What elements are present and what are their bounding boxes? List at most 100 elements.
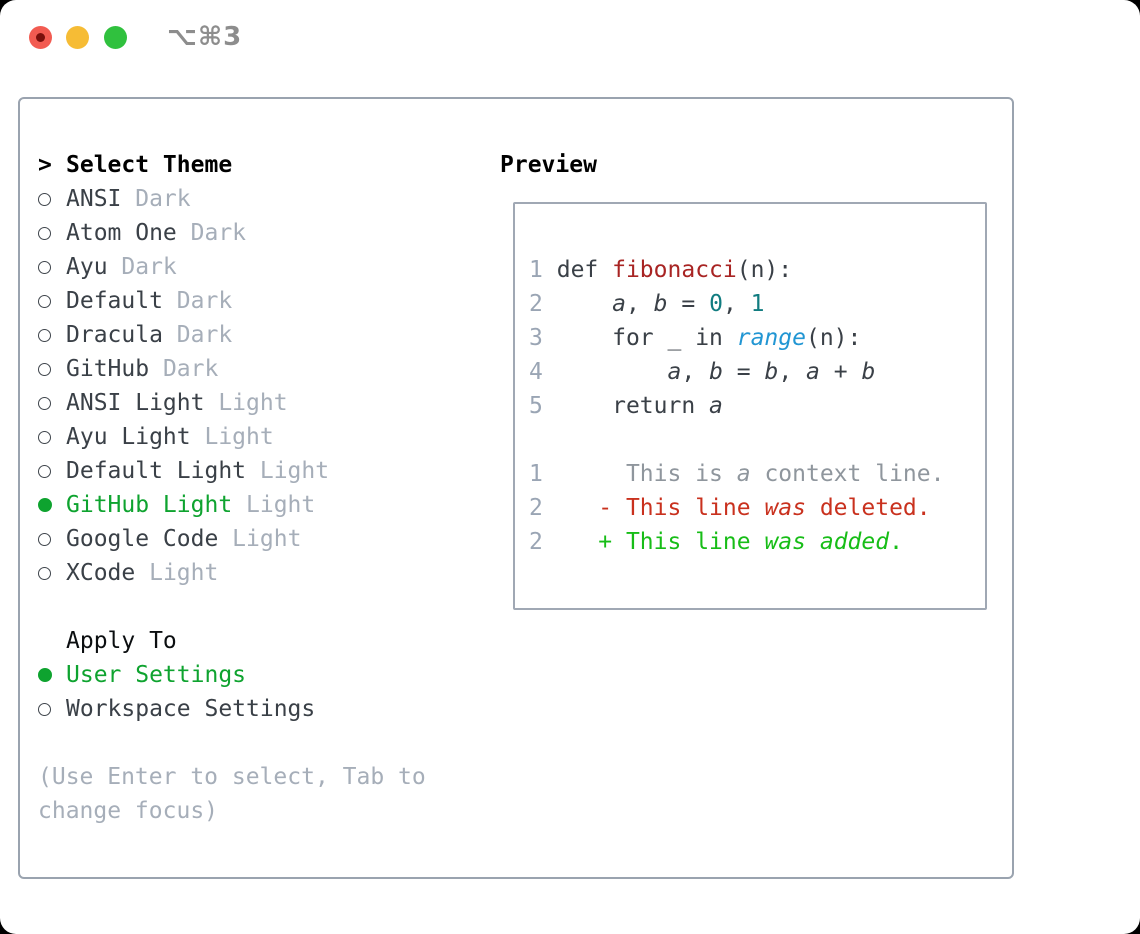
line-number: 1: [529, 257, 543, 283]
theme-variant: Light: [246, 458, 330, 484]
code-line: 2 - This line was deleted.: [529, 491, 985, 525]
theme-name: GitHub Light: [66, 492, 233, 518]
radio-selected-icon: [38, 498, 66, 512]
apply-option-workspace-settings[interactable]: Workspace Settings: [38, 692, 488, 726]
radio-circle-icon: [38, 260, 66, 274]
close-dot-icon: [36, 33, 45, 42]
line-number: 2: [529, 495, 543, 521]
code-token: deleted.: [805, 495, 931, 521]
radio-circle-icon: [38, 532, 66, 546]
code-token: context line.: [750, 461, 945, 487]
theme-option-github[interactable]: GitHub Dark: [38, 352, 488, 386]
code-token: This is: [556, 461, 737, 487]
theme-name: ANSI: [66, 186, 122, 212]
theme-option-xcode[interactable]: XCode Light: [38, 556, 488, 590]
code-token: a: [736, 461, 751, 487]
radio-circle-icon: [38, 566, 66, 580]
code-token: + This line: [556, 529, 765, 555]
theme-variant: Light: [204, 390, 288, 416]
radio-circle-icon: [38, 362, 66, 376]
theme-name: Default Light: [66, 458, 247, 484]
theme-variant: Dark: [162, 322, 233, 348]
minimize-button[interactable]: [66, 26, 89, 49]
theme-name: Default: [66, 288, 163, 314]
titlebar: ⌥⌘3: [0, 0, 1140, 75]
spacer-row: [38, 726, 488, 760]
code-token: ,: [625, 291, 654, 317]
code-line: 2 a, b = 0, 1: [529, 287, 985, 321]
theme-option-github-light[interactable]: GitHub Light Light: [38, 488, 488, 522]
theme-option-ayu-light[interactable]: Ayu Light Light: [38, 420, 488, 454]
code-token: =: [667, 291, 710, 317]
select-theme-header: > Select Theme: [38, 148, 488, 182]
line-number: 3: [529, 325, 543, 351]
preview-title: Preview: [500, 152, 597, 178]
apply-option-user-settings[interactable]: User Settings: [38, 658, 488, 692]
apply-option-label: User Settings: [66, 662, 247, 688]
theme-variant: Dark: [149, 356, 219, 382]
code-line: 3 for _ in range(n):: [529, 321, 985, 355]
radio-circle-icon: [38, 396, 66, 410]
code-line: 1 This is a context line.: [529, 457, 985, 491]
code-token: a: [667, 359, 682, 385]
theme-option-default-light[interactable]: Default Light Light: [38, 454, 488, 488]
theme-option-dracula[interactable]: Dracula Dark: [38, 318, 488, 352]
code-token: - This line: [556, 495, 765, 521]
theme-variant: Light: [218, 526, 302, 552]
code-token: 0: [709, 291, 723, 317]
code-blank-line: [529, 423, 985, 457]
theme-name: Atom One: [66, 220, 177, 246]
code-token: return: [556, 393, 710, 419]
theme-option-ansi-light[interactable]: ANSI Light Light: [38, 386, 488, 420]
code-token: (n):: [736, 257, 793, 283]
spacer-row: [38, 590, 488, 624]
apply-to-header: Apply To: [38, 624, 488, 658]
theme-option-google-code[interactable]: Google Code Light: [38, 522, 488, 556]
theme-variant: Dark: [121, 186, 191, 212]
code-token: .: [889, 529, 903, 555]
keyboard-shortcut-label: ⌥⌘3: [167, 22, 243, 52]
code-token: ,: [722, 291, 751, 317]
theme-variant: Light: [190, 424, 274, 450]
apply-option-label: Workspace Settings: [66, 696, 316, 722]
line-number: 2: [529, 529, 543, 555]
theme-option-default[interactable]: Default Dark: [38, 284, 488, 318]
theme-variant: Dark: [176, 220, 247, 246]
code-token: range: [736, 325, 806, 351]
radio-selected-icon: [38, 668, 66, 682]
theme-option-atom-one[interactable]: Atom One Dark: [38, 216, 488, 250]
code-line: 5 return a: [529, 389, 985, 423]
theme-option-ansi[interactable]: ANSI Dark: [38, 182, 488, 216]
radio-circle-icon: [38, 702, 66, 716]
select-theme-header-label: Select Theme: [66, 152, 233, 178]
theme-name: Dracula: [66, 322, 163, 348]
radio-circle-icon: [38, 294, 66, 308]
code-token: b: [709, 359, 723, 385]
theme-name: Ayu Light: [66, 424, 191, 450]
theme-variant: Light: [232, 492, 316, 518]
code-token: =: [722, 359, 765, 385]
theme-variant: Dark: [162, 288, 233, 314]
radio-circle-icon: [38, 464, 66, 478]
radio-circle-icon: [38, 226, 66, 240]
hint-text-line2: change focus): [38, 798, 219, 824]
theme-name: XCode: [66, 560, 136, 586]
focus-caret-icon: >: [38, 152, 52, 178]
code-line: 1 def fibonacci(n):: [529, 253, 985, 287]
code-token: [557, 291, 612, 317]
code-token: fibonacci: [612, 257, 737, 283]
code-token: b: [653, 291, 668, 317]
zoom-button[interactable]: [104, 26, 127, 49]
line-number: 5: [529, 393, 543, 419]
code-token: a: [709, 393, 723, 419]
code-token: a: [612, 291, 626, 317]
code-token: ,: [778, 359, 807, 385]
code-token: a: [806, 359, 820, 385]
close-button[interactable]: [29, 26, 52, 49]
theme-option-ayu[interactable]: Ayu Dark: [38, 250, 488, 284]
code-token: (n):: [805, 325, 862, 351]
theme-variant: Dark: [107, 254, 177, 280]
theme-name: Google Code: [66, 526, 219, 552]
